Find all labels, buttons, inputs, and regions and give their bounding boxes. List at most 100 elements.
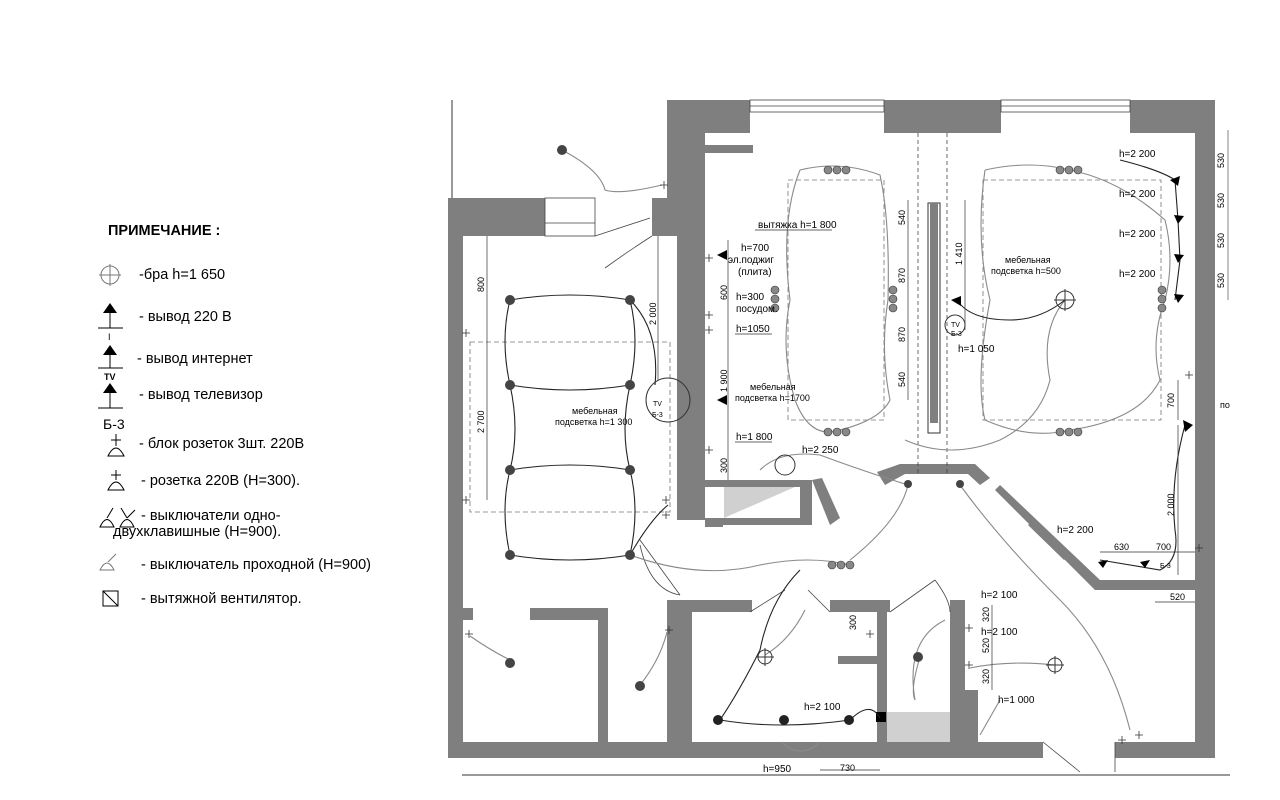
internet-outlet-icon: I <box>98 332 123 369</box>
ceiling-light-icon <box>505 295 515 305</box>
label-socket-block: Б-3 <box>951 331 962 338</box>
power-outlet-icon <box>98 303 123 329</box>
ceiling-light-icon <box>505 658 515 668</box>
label-h2200: h=2 200 <box>1119 149 1156 160</box>
dim-530: 530 <box>1216 193 1226 208</box>
legend-title: ПРИМЕЧАНИЕ : <box>108 223 220 239</box>
dimensions: 800 2 000 2 700 600 1 900 300 540 870 87… <box>476 153 1226 773</box>
legend-item-socket: - розетка 220В (Н=300). <box>141 473 300 489</box>
dim-530: 530 <box>1216 233 1226 248</box>
label-h2200: h=2 200 <box>1119 269 1156 280</box>
dim-2000: 2 000 <box>648 302 658 325</box>
legend-item-power: - вывод 220 В <box>139 309 232 325</box>
label-cut: по <box>1220 400 1230 410</box>
dim-600: 600 <box>719 285 729 300</box>
label-h2200: h=2 200 <box>1057 525 1094 536</box>
ceiling-light-icon <box>779 715 789 725</box>
dim-700: 700 <box>1156 542 1171 552</box>
label-tv: TV <box>951 322 960 329</box>
dim-300: 300 <box>848 615 858 630</box>
dim-530: 530 <box>1216 153 1226 168</box>
label-furniture-light-3: мебельная <box>1005 255 1051 265</box>
ceiling-light-icon <box>956 480 964 488</box>
dim-300: 300 <box>719 458 729 473</box>
label-furniture-light-2: мебельная <box>572 406 618 416</box>
label-h1050: h=1050 <box>736 324 770 335</box>
legend-item-exhaust: - вытяжной вентилятор. <box>141 591 302 607</box>
tv-tag: TV <box>104 372 116 382</box>
ceiling-lights <box>505 145 1076 725</box>
dim-520: 520 <box>1170 592 1185 602</box>
ceiling-light-icon <box>844 715 854 725</box>
legend-item-socket-block: - блок розеток 3шт. 220В <box>139 436 304 452</box>
label-furniture-light-2b: подсветка h=1 300 <box>555 417 632 427</box>
legend-item-tv: - вывод телевизор <box>139 387 263 403</box>
legend-item-internet: - вывод интернет <box>137 351 253 367</box>
dim-1410: 1 410 <box>954 242 964 265</box>
ceiling-light-icon <box>557 145 567 155</box>
wall-sockets <box>462 181 1203 744</box>
dim-870: 870 <box>897 327 907 342</box>
label-h2100: h=2 100 <box>981 590 1018 601</box>
dim-320: 320 <box>981 607 991 622</box>
legend-item-switch: - выключатели одно- <box>141 508 281 524</box>
wall-sconce-icon <box>99 264 121 286</box>
label-h2250: h=2 250 <box>802 445 839 456</box>
legend-item-pass-switch: - выключатель проходной (Н=900) <box>141 557 371 573</box>
label-h2100: h=2 100 <box>804 702 841 713</box>
label-h2200: h=2 200 <box>1119 229 1156 240</box>
label-h700: h=700 <box>741 243 770 254</box>
doors <box>594 217 1116 773</box>
ceiling-light-icon <box>635 681 645 691</box>
spot-light-groups <box>770 165 1167 570</box>
plan-labels: вытяжка h=1 800 h=700 эл.поджиг (плита) … <box>555 149 1230 775</box>
switch-icon <box>99 507 136 528</box>
dim-870: 870 <box>897 268 907 283</box>
label-socket-block: Б-3 <box>1160 563 1171 570</box>
dim-520: 520 <box>981 638 991 653</box>
dim-700: 700 <box>1166 393 1176 408</box>
windows <box>544 99 1131 475</box>
label-h1050b: h=1 050 <box>958 344 995 355</box>
ceiling-light-icon <box>625 550 635 560</box>
outlet-markers <box>717 176 1193 568</box>
dim-730: 730 <box>840 763 855 773</box>
label-tv: TV <box>653 401 662 408</box>
label-h300: h=300 <box>736 292 765 303</box>
ceiling-light-icon <box>505 380 515 390</box>
dim-530: 530 <box>1216 273 1226 288</box>
tv-outlet-icon: TV <box>98 372 123 409</box>
ceiling-light-icon <box>625 295 635 305</box>
label-furniture-light-3b: подсветка h=500 <box>991 266 1061 276</box>
label-furniture-light-1: мебельная <box>750 382 796 392</box>
legend-item-sconce: -бра h=1 650 <box>139 267 225 283</box>
dim-1900: 1 900 <box>719 369 729 392</box>
dim-320: 320 <box>981 669 991 684</box>
label-h950: h=950 <box>763 764 792 775</box>
dim-540: 540 <box>897 372 907 387</box>
pass-switch-icon <box>99 553 117 571</box>
wiring <box>469 149 1186 752</box>
label-socket-block: Б-3 <box>652 412 663 419</box>
dim-2000: 2 000 <box>1166 493 1176 516</box>
label-h2100: h=2 100 <box>981 627 1018 638</box>
dim-800: 800 <box>476 277 486 292</box>
walls <box>448 100 1230 776</box>
dim-2700: 2 700 <box>476 410 486 433</box>
legend: ПРИМЕЧАНИЕ : -бра h=1 650 - вывод 220 В … <box>98 223 371 607</box>
ceiling-light-icon <box>625 380 635 390</box>
label-ignition: эл.поджиг <box>728 255 774 266</box>
label-h1800: h=1 800 <box>736 432 773 443</box>
label-stove: (плита) <box>738 267 772 278</box>
legend-item-switch-2: двухклавишные (Н=900). <box>113 524 281 540</box>
socket-block-icon: Б-3 <box>103 416 125 457</box>
socket-icon <box>107 470 125 491</box>
dim-630: 630 <box>1114 542 1129 552</box>
ceiling-light-icon <box>505 550 515 560</box>
label-hood: вытяжка h=1 800 <box>758 220 837 231</box>
label-furniture-light-1b: подсветка h=1700 <box>735 393 810 403</box>
ceiling-light-icon <box>904 480 912 488</box>
dim-540: 540 <box>897 210 907 225</box>
internet-tag: I <box>108 332 111 342</box>
